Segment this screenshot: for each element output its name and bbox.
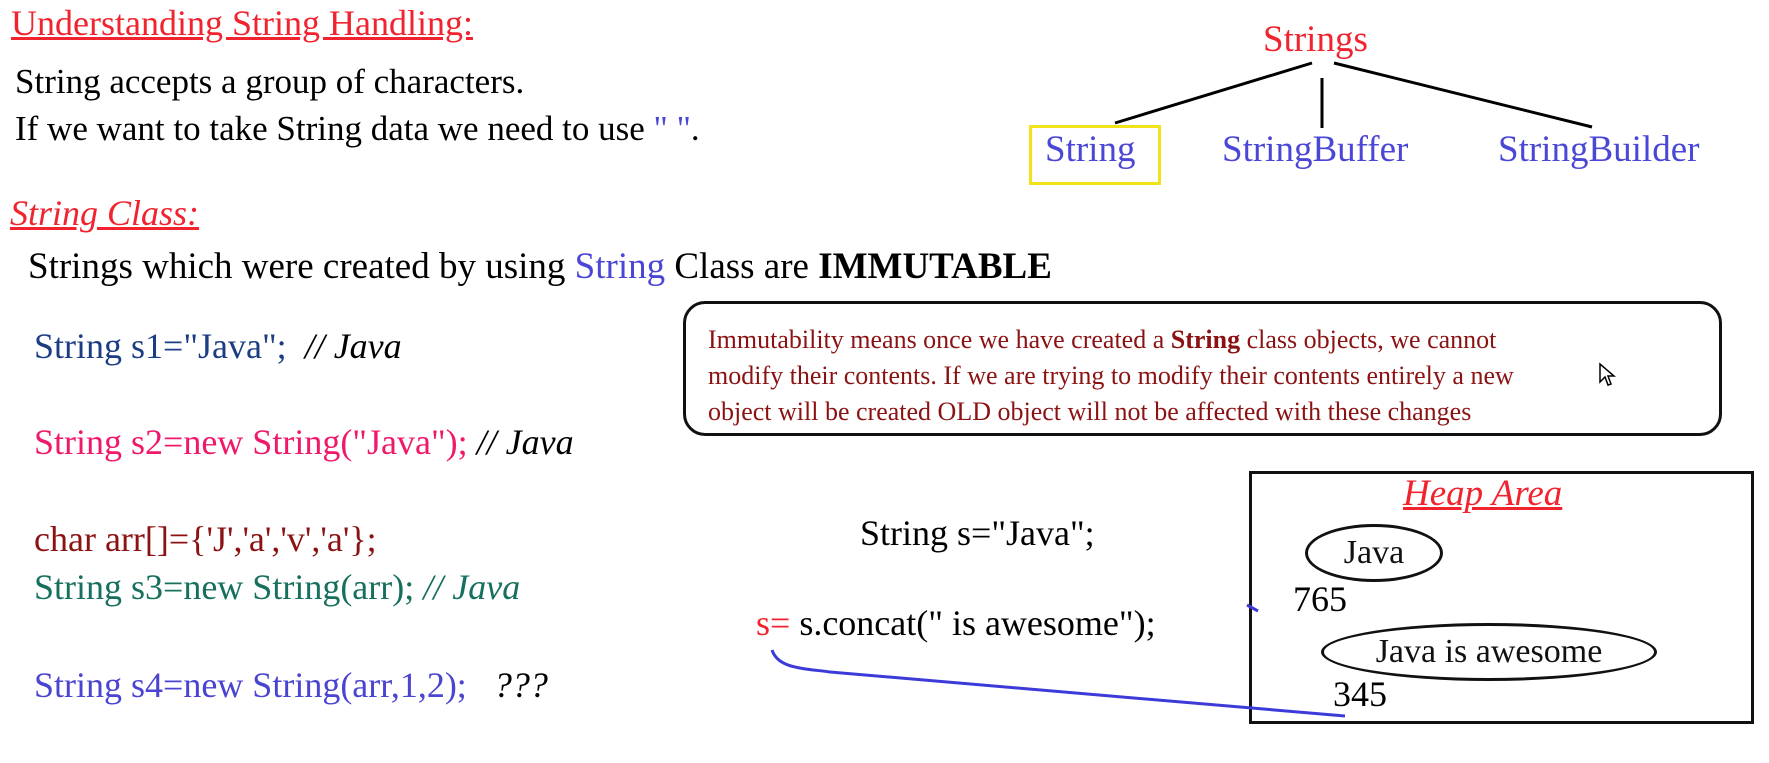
page-title: Understanding String Handling: — [11, 3, 473, 43]
heap-object-java-awesome-value: Java is awesome — [1375, 633, 1603, 670]
note-line-2: modify their contents. If we are trying … — [708, 361, 1514, 390]
code-s1-comment: // Java — [304, 326, 402, 366]
code-line-s1: String s1="Java"; // Java — [34, 325, 402, 367]
code-s1: String s1="Java"; — [34, 326, 287, 366]
string-highlight-box — [1029, 125, 1161, 185]
heap-title: Heap Area — [1403, 473, 1563, 514]
heap-area-box — [1249, 471, 1754, 724]
code-s3-spacer — [414, 567, 423, 607]
note-line-1-suffix: class objects, we cannot — [1240, 325, 1497, 354]
code-s1-spacer — [287, 326, 305, 366]
tree-child-stringbuilder: StringBuilder — [1498, 129, 1700, 170]
intro-line-1: String accepts a group of characters. — [15, 62, 525, 101]
section-heading: String Class: — [10, 193, 200, 233]
example-declaration: String s="Java"; — [860, 513, 1095, 553]
code-line-s2: String s2=new String("Java"); // Java — [34, 421, 574, 463]
code-s4-comment: ??? — [493, 665, 548, 705]
immutable-middle: Class are — [665, 246, 819, 287]
immutable-keyword: String — [574, 246, 666, 287]
code-s2-comment: // Java — [476, 422, 574, 462]
heap-object-java-value: Java — [1343, 534, 1405, 571]
tree-child-stringbuffer: StringBuffer — [1222, 129, 1409, 170]
intro-line-2: If we want to take String data we need t… — [15, 109, 700, 149]
mouse-cursor-icon — [1599, 362, 1616, 386]
note-line-3: object will be created OLD object will n… — [708, 397, 1472, 426]
code-s2: String s2=new String("Java"); — [34, 422, 468, 462]
tree-child-string: String — [1045, 129, 1136, 170]
code-line-s4: String s4=new String(arr,1,2); ??? — [34, 664, 548, 706]
code-line-s3: String s3=new String(arr); // Java — [34, 566, 520, 608]
immutable-prefix: Strings which were created by using — [28, 246, 575, 287]
example-assign-lhs: s= — [756, 603, 791, 643]
code-s4-spacer — [467, 665, 494, 705]
heap-address-765: 765 — [1293, 579, 1347, 619]
code-s4: String s4=new String(arr,1,2); — [34, 665, 467, 705]
note-line-1: Immutability means once we have created … — [708, 322, 1719, 358]
example-assignment: s= s.concat(" is awesome"); — [756, 602, 1156, 644]
note-line-1-bold: String — [1170, 325, 1241, 354]
tree-root: Strings — [1263, 19, 1368, 60]
example-assign-rhs: s.concat(" is awesome"); — [790, 603, 1156, 643]
immutable-bold: IMMUTABLE — [818, 246, 1052, 287]
heap-object-java: Java — [1305, 524, 1443, 582]
heap-object-java-awesome: Java is awesome — [1321, 623, 1657, 681]
intro-line-2-end: . — [690, 109, 700, 148]
immutability-note: Immutability means once we have created … — [683, 301, 1722, 436]
heap-address-345: 345 — [1333, 674, 1387, 714]
code-s3-comment: // Java — [423, 567, 521, 607]
code-s2-spacer — [468, 422, 477, 462]
note-line-1-prefix: Immutability means once we have created … — [708, 325, 1171, 354]
immutable-statement: Strings which were created by using Stri… — [28, 245, 1052, 288]
intro-quote: " " — [653, 109, 691, 148]
code-line-arr: char arr[]={'J','a','v','a'}; — [34, 519, 377, 559]
intro-line-2-text: If we want to take String data we need t… — [15, 109, 654, 148]
code-s3: String s3=new String(arr); — [34, 567, 415, 607]
